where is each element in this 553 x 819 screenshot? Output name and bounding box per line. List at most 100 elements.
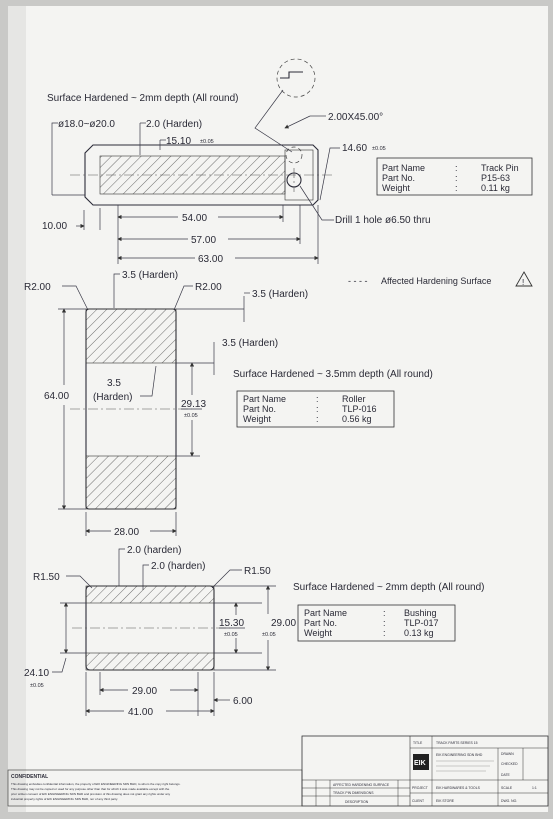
- roller-r-left-leader: [62, 285, 89, 311]
- roller-tol: ±0.05: [184, 413, 198, 419]
- roller-part-table: [236, 390, 395, 428]
- track-pin-part-no: P15-63: [481, 173, 510, 183]
- track-pin-part-no-label: Part No.: [382, 173, 415, 183]
- scale-label: SCALE: [501, 786, 513, 790]
- checked-label: CHECKED: [501, 762, 518, 766]
- track-pin-tol-a: ±0.05: [200, 139, 214, 145]
- roller-weight-label: Weight: [243, 414, 271, 424]
- track-pin-chamfer: 2.00X45.00°: [328, 112, 383, 123]
- d1460-leader: [319, 147, 340, 201]
- roller-h4-leader: [140, 365, 157, 397]
- rev-row-2: TRACK PIN DIMENSIONS: [333, 791, 374, 795]
- track-pin-harden-depth: 2.0 (Harden): [146, 119, 202, 130]
- confidential-line-1: This drawing embodies confidential infor…: [11, 782, 181, 786]
- hardening-legend: - - - - Affected Hardening Surface !: [348, 271, 533, 287]
- bushing-part-name: Bushing: [404, 608, 437, 618]
- title-value: TRACK PARTS SERIES 15: [436, 741, 478, 745]
- track-pin-sep-2: :: [455, 173, 458, 183]
- chamfer-arrow: [284, 115, 311, 129]
- bushing-radius-left: R1.50: [33, 572, 60, 583]
- bushing-part-table: [297, 604, 456, 642]
- company-logo: [413, 754, 429, 770]
- track-pin-dim-57: 57.00: [191, 235, 216, 246]
- bushing-harden-1: 2.0 (harden): [127, 545, 181, 556]
- roller-top-hatch: [85, 308, 177, 364]
- warning-icon: [515, 271, 533, 287]
- client-label: CLIENT: [412, 799, 424, 803]
- roller-sep-1: :: [316, 394, 319, 404]
- track-pin-diameter: ø18.0~ø20.0: [58, 119, 115, 130]
- track-pin-dim-14-60: 14.60: [342, 143, 367, 154]
- company-name: EIK ENGINEERING SDN BHD: [436, 753, 483, 757]
- chamfer-detail-leader: [254, 89, 293, 153]
- bushing-sep-1: :: [383, 608, 386, 618]
- roller-sep-3: :: [316, 414, 319, 424]
- roller-radius-left: R2.00: [24, 282, 51, 293]
- confidential-heading: CONFIDENTIAL: [11, 774, 48, 780]
- rev-row-1: AFFECTED HARDENING SURFACE: [333, 783, 390, 787]
- bushing-sep-2: :: [383, 618, 386, 628]
- roller-part-no: TLP-016: [342, 404, 377, 414]
- client-value: EIK STORE: [436, 799, 455, 803]
- chamfer-detail-profile: [280, 71, 303, 79]
- dia-leader: [51, 122, 58, 195]
- bushing-r-left-leader: [66, 575, 93, 589]
- track-pin-drill-note: Drill 1 hole ø6.50 thru: [335, 215, 431, 226]
- bushing-part-no: TLP-017: [404, 618, 439, 628]
- company-logo-text: EIK: [414, 760, 426, 767]
- project-value: EIK HARDWARES & TOOLS: [436, 786, 481, 790]
- chamfer-detail-bubble: [276, 58, 316, 98]
- track-pin-weight: 0.11 kg: [481, 183, 510, 193]
- roller-bottom-hatch: [85, 455, 177, 510]
- drill-leader: [299, 185, 334, 221]
- confidential-line-2: This drawing may not be copied or used f…: [11, 787, 170, 791]
- bushing-dim-15-30: 15.30: [219, 618, 244, 629]
- bushing-part-name-label: Part Name: [304, 608, 347, 618]
- roller-harden-2: 3.5 (Harden): [252, 289, 308, 300]
- bushing-tol-1: ±0.05: [224, 632, 238, 638]
- bushing-weight: 0.13 kg: [404, 628, 434, 638]
- title-label: TITLE: [413, 741, 423, 745]
- track-pin-hardening-note: Surface Hardened ~ 2mm depth (All round): [47, 93, 239, 104]
- rev-desc-label: DESCRIPTION: [345, 800, 369, 804]
- track-pin-sep-1: :: [455, 163, 458, 173]
- confidential-line-4: industrial property rights of EIK ENGINE…: [11, 797, 118, 801]
- bushing-hardening-note: Surface Hardened ~ 2mm depth (All round): [293, 582, 485, 593]
- roller-dim-64: 64.00: [44, 391, 69, 402]
- chamfer-focus: [285, 146, 303, 164]
- bushing-harden-2: 2.0 (harden): [151, 561, 205, 572]
- scale-value: 1:1: [532, 786, 537, 790]
- track-pin-part-name: Track Pin: [481, 163, 519, 173]
- track-pin-dim-15-10: 15.10: [166, 136, 191, 147]
- roller-view: R2.00 3.5 (Harden) R2.00 3.5 (Harden) 3.…: [24, 270, 433, 538]
- roller-harden-1: 3.5 (Harden): [122, 270, 178, 281]
- roller-h1-leader: [113, 273, 120, 308]
- bushing-tol-3: ±0.05: [30, 683, 44, 689]
- track-pin-tol-b: ±0.05: [372, 146, 386, 152]
- roller-r-right-leader: [173, 285, 193, 311]
- track-pin-outline: [84, 144, 319, 206]
- roller-harden-4-label: (Harden): [93, 392, 132, 403]
- warning-icon-mark: !: [522, 278, 524, 287]
- track-pin-sep-3: :: [455, 183, 458, 193]
- legend-symbol: - - - -: [348, 276, 368, 286]
- bushing-weight-label: Weight: [304, 628, 332, 638]
- roller-dim-29-13: 29.13: [181, 399, 206, 410]
- bushing-sep-3: :: [383, 628, 386, 638]
- bushing-h2-leader: [142, 564, 149, 590]
- roller-hardening-note: Surface Hardened ~ 3.5mm depth (All roun…: [233, 369, 433, 380]
- bushing-h1-leader: [118, 548, 125, 586]
- track-pin-weight-label: Weight: [382, 183, 410, 193]
- project-label: PROJECT: [412, 786, 428, 790]
- confidential-line-3: prior written consent of EIK ENGINEERING…: [11, 792, 171, 796]
- roller-part-no-label: Part No.: [243, 404, 276, 414]
- bushing-dim-29: 29.00: [132, 686, 157, 697]
- bushing-dim-6: 6.00: [233, 696, 253, 707]
- track-pin-part-name-label: Part Name: [382, 163, 425, 173]
- roller-sep-2: :: [316, 404, 319, 414]
- roller-harden-4-value: 3.5: [107, 378, 121, 389]
- roller-dim-28: 28.00: [114, 527, 139, 538]
- roller-part-name: Roller: [342, 394, 366, 404]
